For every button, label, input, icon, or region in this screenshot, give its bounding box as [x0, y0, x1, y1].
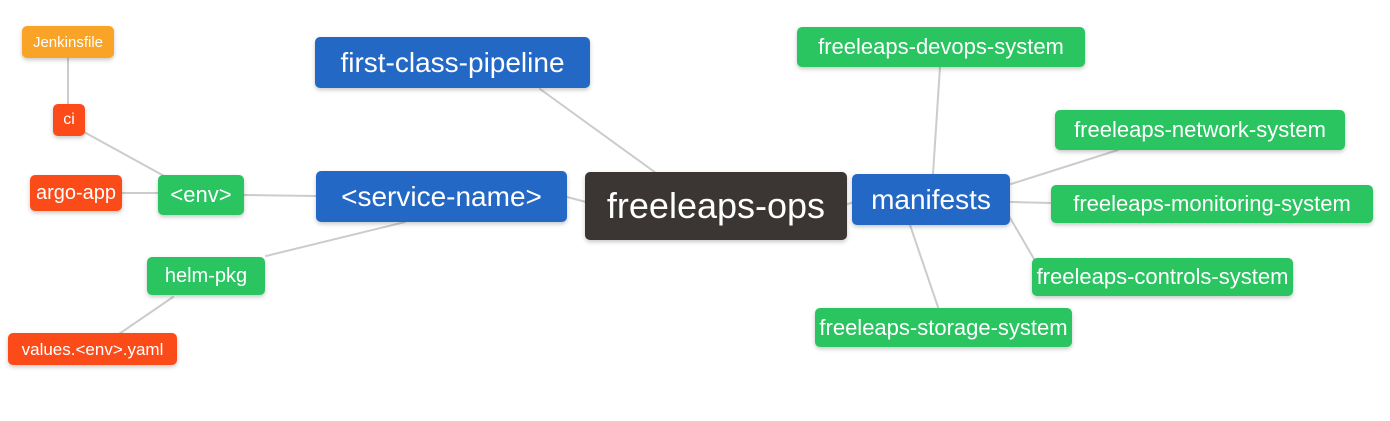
- node-manifests[interactable]: manifests: [852, 174, 1010, 225]
- node-devops-system[interactable]: freeleaps-devops-system: [797, 27, 1085, 67]
- edge-service-name-helm-pkg: [265, 221, 406, 257]
- node-service-name[interactable]: <service-name>: [316, 171, 567, 222]
- node-first-class-pipeline[interactable]: first-class-pipeline: [315, 37, 590, 88]
- node-storage-system[interactable]: freeleaps-storage-system: [815, 308, 1072, 347]
- node-freeleaps-ops[interactable]: freeleaps-ops: [585, 172, 847, 240]
- edge-env-service-name: [243, 194, 317, 197]
- edge-manifests-network: [1010, 149, 1119, 185]
- node-argo-app[interactable]: argo-app: [30, 175, 122, 211]
- node-env[interactable]: <env>: [158, 175, 244, 215]
- node-jenkinsfile[interactable]: Jenkinsfile: [22, 26, 114, 58]
- edge-helm-pkg-values: [118, 296, 174, 335]
- node-helm-pkg[interactable]: helm-pkg: [147, 257, 265, 295]
- node-values-env-yaml[interactable]: values.<env>.yaml: [8, 333, 177, 365]
- edge-manifests-storage: [909, 224, 939, 308]
- edge-pipeline-ops: [539, 88, 657, 174]
- node-network-system[interactable]: freeleaps-network-system: [1055, 110, 1345, 150]
- edge-manifests-controls: [1008, 215, 1035, 260]
- edge-manifests-monitoring: [1010, 201, 1053, 204]
- node-ci[interactable]: ci: [53, 104, 85, 136]
- edge-ci-env: [83, 131, 167, 178]
- edge-service-name-ops: [566, 196, 587, 203]
- node-controls-system[interactable]: freeleaps-controls-system: [1032, 258, 1293, 296]
- edge-manifests-devops: [932, 66, 941, 175]
- node-monitoring-system[interactable]: freeleaps-monitoring-system: [1051, 185, 1373, 223]
